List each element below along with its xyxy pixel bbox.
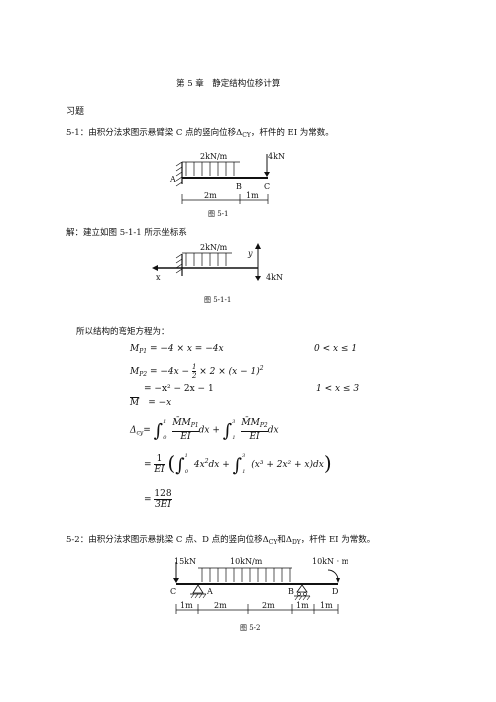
figure-5-1-1: 2kN/m y x 4kN 图 5-1-1: [152, 243, 283, 304]
fig511-axis-y: y: [247, 249, 253, 258]
fig52-dim-4: 1m: [296, 601, 309, 610]
solution-intro: 解：建立如图 5-1-1 所示坐标系: [66, 228, 187, 238]
eq-delta-integral: Δcy= ∫10 M̄MP1 EI dx + ∫31 M̄MP2 EI dx: [130, 418, 279, 442]
eq-result: = 128 3EI: [144, 489, 172, 510]
fig52-dim-1: 1m: [180, 601, 193, 610]
eq-mp1: MP1 = −4 × x = −4x: [130, 344, 224, 355]
fig511-caption: 图 5-1-1: [204, 296, 231, 304]
fig511-point-load-label: 4kN: [266, 273, 283, 282]
fig52-dim-2: 2m: [214, 601, 227, 610]
fig52-label-b: B: [288, 587, 294, 596]
fig52-caption: 图 5-2: [240, 624, 261, 632]
figure-5-2: 15kN 10kN/m 10kN · m C A B D 1m 2m 2m 1m…: [170, 557, 348, 632]
fig52-load-15kn: 15kN: [174, 557, 196, 566]
fig52-dim-5: 1m: [320, 601, 333, 610]
figure-5-1: 2kN/m 4kN A B C 2m 1m 图 5-1: [169, 152, 285, 218]
fig51-dist-load-label: 2kN/m: [200, 152, 228, 161]
fig51-label-c: C: [264, 182, 270, 191]
fig51-point-load-label: 4kN: [268, 152, 285, 161]
fig511-dist-load-label: 2kN/m: [200, 243, 228, 252]
eq-mp2-expanded: = −x² − 2x − 1: [144, 384, 214, 394]
fig52-label-a: A: [206, 587, 213, 596]
problem-5-2-statement: 5-2：由积分法求图示悬挑梁 C 点、D 点的竖向位移ΔCY和ΔDY，杆件 EI…: [66, 535, 376, 546]
fig51-dim-1m: 1m: [246, 191, 259, 200]
fig51-caption: 图 5-1: [208, 210, 229, 218]
chapter-title: 第 5 章 静定结构位移计算: [176, 79, 281, 89]
fig52-load-10kn-m: 10kN/m: [230, 557, 263, 566]
fig52-label-c: C: [170, 587, 176, 596]
eq-mp2-range: 1 < x ≤ 3: [316, 384, 360, 394]
fig51-label-a: A: [169, 175, 176, 184]
eq-mp1-range: 0 < x ≤ 1: [314, 344, 358, 354]
problem-5-1-statement: 5-1：由积分法求图示悬臂梁 C 点的竖向位移ΔCY，杆件的 EI 为常数。: [66, 128, 334, 139]
eq-mbar: M = −x: [130, 398, 172, 408]
moment-intro: 所以结构的弯矩方程为：: [76, 327, 170, 337]
fig52-dim-3: 2m: [262, 601, 275, 610]
fig511-axis-x: x: [156, 273, 161, 282]
section-heading: 习题: [66, 107, 85, 117]
fig51-dim-2m: 2m: [204, 191, 217, 200]
fig52-moment-label: 10kN · m: [312, 557, 348, 566]
fig52-label-d: D: [332, 587, 338, 596]
fig51-label-b: B: [236, 182, 242, 191]
